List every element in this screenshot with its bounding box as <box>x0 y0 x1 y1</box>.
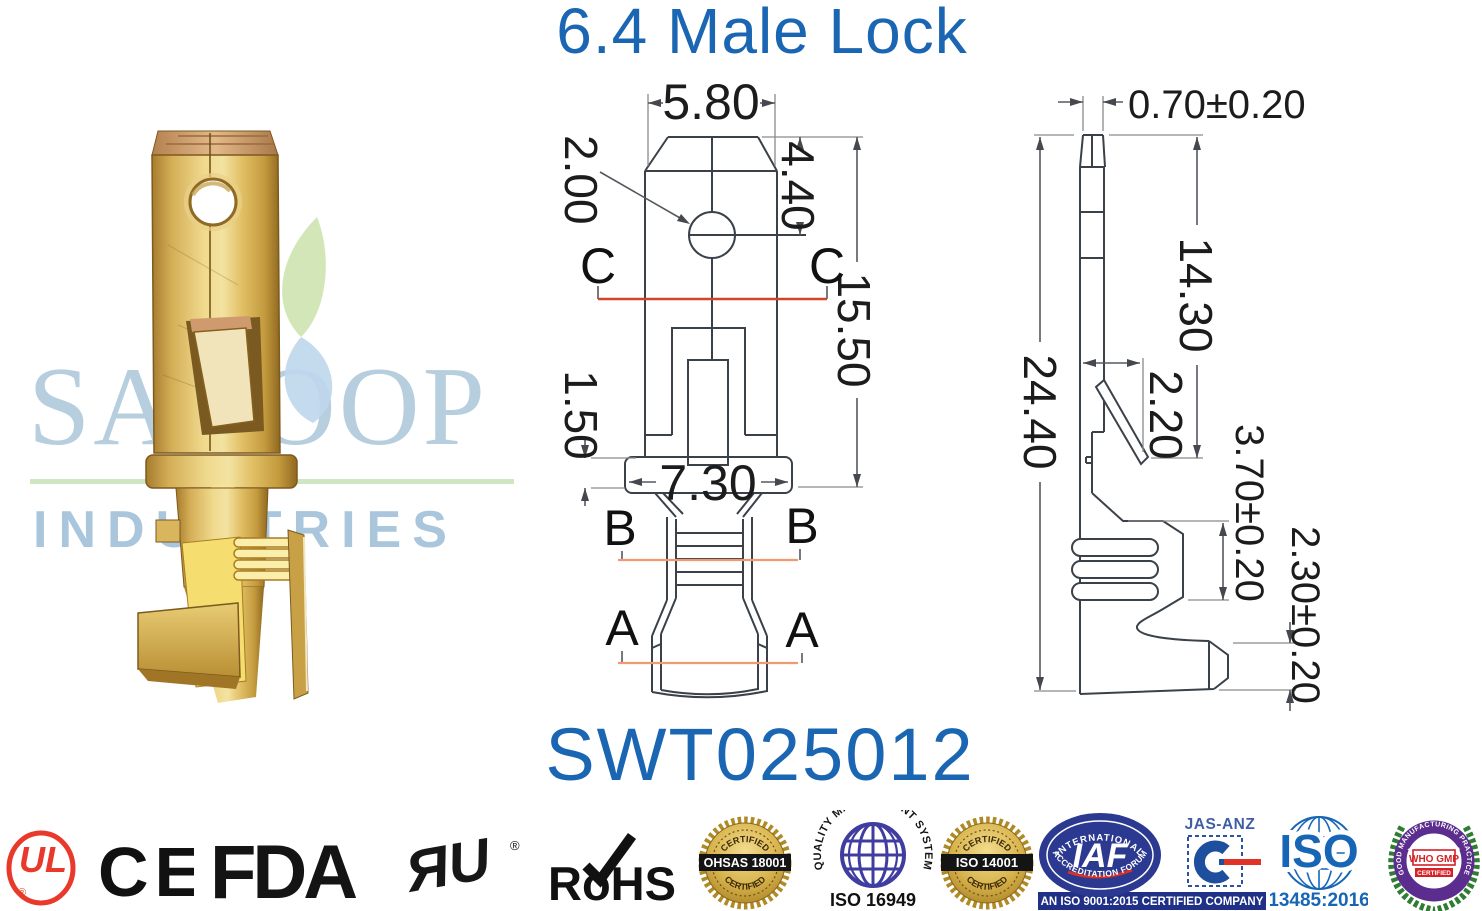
terminal-hole <box>188 177 238 227</box>
terminal-lock-lance <box>186 316 264 435</box>
dim-insulation-crimp: 2.30±0.20 <box>1283 526 1327 704</box>
who-gmp-seal-icon: GOOD MANUFACTURING PRACTICE QUALITY PROD… <box>1386 811 1480 911</box>
section-label-a-right: A <box>785 602 819 658</box>
svg-text:FDA: FDA <box>210 830 356 910</box>
svg-text:JAS-ANZ: JAS-ANZ <box>1185 816 1256 833</box>
svg-text:AN ISO 9001:2015 CERTIFIED COM: AN ISO 9001:2015 CERTIFIED COMPANY <box>1041 896 1264 908</box>
svg-text:13485:2016: 13485:2016 <box>1270 890 1368 911</box>
section-label-b-right: B <box>785 498 818 554</box>
jas-anz-logo-icon: JAS-ANZ <box>1185 816 1261 887</box>
dim-overall-length: 24.40 <box>1014 354 1066 469</box>
dim-shoulder-height: 1.50 <box>555 370 607 460</box>
dim-wire-crimp: 3.70±0.20 <box>1227 424 1271 602</box>
svg-text:CERTIFIED: CERTIFIED <box>1417 870 1451 877</box>
section-label-c-left: C <box>580 238 616 294</box>
dim-shoulder-width: 7.30 <box>659 455 756 511</box>
laurel-left <box>1388 825 1435 911</box>
ul-listed-icon: UL ® <box>6 830 76 906</box>
svg-text:IAF: IAF <box>1073 837 1129 875</box>
side-view-drawing: 0.70±0.20 14.30 2.20 24.40 3.70±0.20 2.3… <box>1014 83 1327 711</box>
ohsas-18001-seal-icon: CERTIFIED OHSAS 18001 CERTIFIED <box>698 816 792 910</box>
ul-red-reg: ® <box>18 887 26 899</box>
iso-16949-logo-icon: QUALITY MANAGEMENT SYSTEM ISO 16949 <box>812 810 934 910</box>
ul-recognized-icon: ЯU ® <box>402 826 520 905</box>
section-label-a-left: A <box>605 600 639 656</box>
section-label-c-right: C <box>809 238 845 294</box>
svg-text:CERTIFIED: CERTIFIED <box>723 874 768 892</box>
dim-hole-offset: 4.40 <box>772 141 824 231</box>
ul-black-reg: ® <box>510 838 520 853</box>
ul-red-u: UL <box>19 839 67 880</box>
iso-14001-seal-icon: CERTIFIED ISO 14001 CERTIFIED <box>940 816 1034 910</box>
svg-text:ISO 16949: ISO 16949 <box>830 890 916 910</box>
section-label-b-left: B <box>603 500 636 556</box>
fda-logo-icon: FDA <box>210 830 360 910</box>
svg-text:OHSAS 18001: OHSAS 18001 <box>704 856 787 870</box>
iaf-logo-icon: AN ISO 9001:2015 CERTIFIED COMPANY IAF I… <box>1038 813 1266 910</box>
check-icon <box>582 833 637 888</box>
front-view-drawing: 5.80 2.00 4.40 15.50 1.50 7.30 C C B B A… <box>555 78 880 699</box>
svg-text:CERTIFIED: CERTIFIED <box>965 874 1010 892</box>
watermark-leaf-icon <box>282 217 333 423</box>
svg-text:ЯU: ЯU <box>402 826 497 905</box>
dim-tab-width: 5.80 <box>662 78 759 130</box>
dim-blade-length: 14.30 <box>1170 237 1222 352</box>
rohs-logo-icon: RoHS <box>548 833 676 908</box>
svg-text:ISO: ISO <box>1279 825 1358 877</box>
svg-text:WHO GMP: WHO GMP <box>1409 854 1459 865</box>
laurel-right <box>1433 825 1480 911</box>
jas-anz-g-mark <box>1193 840 1230 884</box>
terminal-photo <box>137 130 309 703</box>
svg-text:CE: CE <box>98 836 194 902</box>
dim-lance-lift: 2.20 <box>1140 370 1192 460</box>
iaf-swoosh <box>1067 868 1133 879</box>
svg-text:ISO 14001: ISO 14001 <box>956 855 1018 870</box>
terminal-crimp <box>137 529 309 703</box>
iso-13485-logo-icon: ISO 13485:2016 <box>1270 816 1368 911</box>
dim-hole-dia: 2.00 <box>555 135 607 225</box>
dim-tab-length: 15.50 <box>828 272 880 387</box>
page-title: 6.4 Male Lock <box>556 0 968 67</box>
ce-mark-icon: CE <box>98 836 194 902</box>
dim-thickness: 0.70±0.20 <box>1128 83 1306 127</box>
part-number: SWT025012 <box>545 713 975 796</box>
